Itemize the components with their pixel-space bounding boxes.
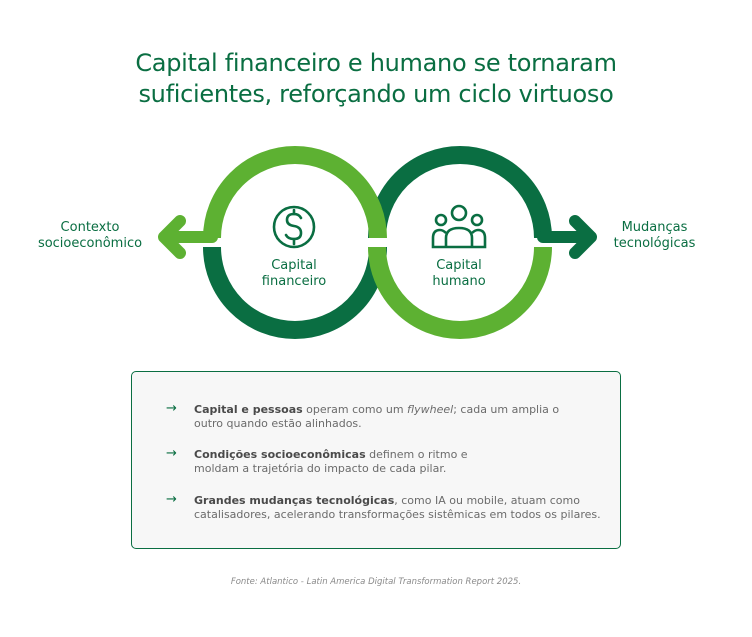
circle-label-capital-financeiro: Capital financeiro [244,258,344,290]
dollar-coin-icon [272,205,316,249]
note-item: → Capital e pessoas operam como um flywh… [166,401,586,431]
right-circle-bottom-arc [368,246,552,339]
page-title: Capital financeiro e humano se tornaram … [0,48,752,110]
arrow-right-icon: → [166,492,177,507]
right-circle-top-arc [368,146,552,239]
circle-label-line: humano [432,274,486,289]
note-text: definem o ritmo e moldam a trajetória do… [194,448,468,475]
note-text: operam como um [302,403,408,416]
left-label-line: Contexto [60,220,120,235]
left-arrow-icon [158,215,218,259]
note-text: , como IA ou mobile, atuam como catalisa… [194,494,601,521]
circle-label-line: Capital [271,258,317,273]
left-label-context: Contexto socioeconômico [20,220,160,252]
note-body: Capital e pessoas operam como um flywhee… [194,403,586,431]
left-circle-top-arc [203,146,387,239]
note-body: Condições socioeconômicas definem o ritm… [194,448,511,476]
note-item: → Grandes mudanças tecnológicas, como IA… [166,492,606,522]
note-item: → Condições socioeconômicas definem o ri… [166,446,511,476]
source-caption: Fonte: Atlantico - Latin America Digital… [230,577,522,587]
note-text: ; cada um amplia o outro quando estão al… [194,403,560,430]
note-bold: Grandes mudanças tecnológicas [194,494,395,507]
notes-box: → Capital e pessoas operam como um flywh… [131,371,621,549]
title-line-1: Capital financeiro e humano se tornaram [135,49,617,77]
right-label-line: Mudanças [621,220,688,235]
note-bold: Capital e pessoas [194,403,303,416]
circle-label-line: Capital [436,258,482,273]
right-label-tech: Mudanças tecnológicas [592,220,717,252]
circle-label-line: financeiro [261,274,327,289]
left-label-line: socioeconômico [37,236,143,251]
note-body: Grandes mudanças tecnológicas, como IA o… [194,494,606,522]
people-group-icon [431,204,487,249]
arrow-right-icon: → [166,401,177,416]
left-circle-bottom-arc [203,246,387,339]
arrow-right-icon: → [166,446,177,461]
note-italic: flywheel [407,403,454,416]
circle-label-capital-humano: Capital humano [409,258,509,290]
right-label-line: tecnológicas [613,236,696,251]
title-line-2: suficientes, reforçando um ciclo virtuos… [138,80,614,108]
note-bold: Condições socioeconômicas [194,448,366,461]
flywheel-diagram [158,146,597,339]
right-arrow-icon [537,215,597,259]
